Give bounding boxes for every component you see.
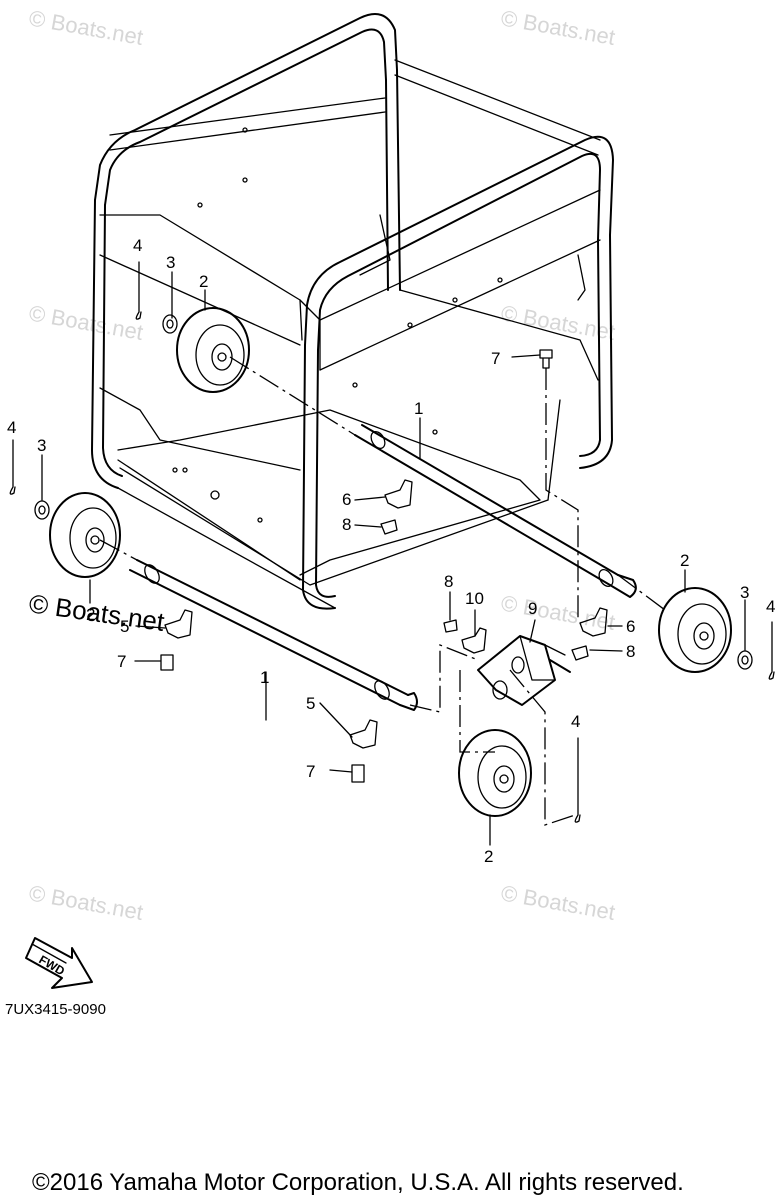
callout-wheel-right-rear: 2	[680, 551, 689, 570]
guide-lines	[99, 356, 666, 826]
fwd-arrow-icon: FWD	[25, 937, 93, 989]
callout-wheel-left-rear: 2	[199, 272, 208, 291]
callout-clamp-a-left: 5	[120, 617, 129, 636]
watermark-bottom-right: © Boats.net	[499, 880, 617, 925]
callout-pin-left-front: 4	[7, 418, 16, 437]
callout-pin-left-rear: 4	[133, 236, 142, 255]
callout-bolt-front: 7	[306, 762, 315, 781]
callout-bolt-left: 7	[117, 652, 126, 671]
wheel-left-front	[49, 492, 121, 578]
callout-wheel-left-front: 2	[86, 605, 95, 624]
clamps	[164, 479, 608, 749]
callout-clamp-b-right: 6	[626, 617, 635, 636]
front-shaft	[129, 559, 418, 711]
callout-bolt-rear: 7	[491, 349, 500, 368]
watermark-lower-right: © Boats.net	[499, 590, 617, 635]
callout-bracket-clamp: 10	[465, 589, 484, 608]
nuts	[380, 519, 589, 661]
generator-frame	[91, 13, 614, 610]
watermark-bottom-left: © Boats.net	[27, 880, 145, 925]
callout-clamp-a-front: 5	[306, 694, 315, 713]
copyright-notice: ©2016 Yamaha Motor Corporation, U.S.A. A…	[32, 1169, 684, 1196]
fwd-label: FWD	[37, 952, 68, 978]
diagram-code: 7UX3415-9090	[5, 1001, 106, 1018]
wheel-left-rear	[176, 307, 250, 393]
callout-washer-right: 3	[740, 583, 749, 602]
callout-nut-caster: 8	[444, 572, 453, 591]
callout-pin-caster: 4	[571, 712, 580, 731]
watermark-overlay: © Boats.net	[27, 588, 167, 637]
wheel-right-front	[458, 729, 532, 817]
callout-washer-left-rear: 3	[166, 253, 175, 272]
callout-washer-left-front: 3	[37, 436, 46, 455]
caster-bracket	[477, 635, 571, 706]
callout-nut-rear: 8	[342, 515, 351, 534]
callout-shaft-front: 1	[260, 668, 269, 687]
pins	[9, 261, 775, 823]
callout-clamp-b-rear: 6	[342, 490, 351, 509]
watermark-top-left: © Boats.net	[27, 5, 145, 50]
wheel-right-rear	[658, 587, 732, 673]
watermark-mid-left: © Boats.net	[27, 300, 145, 345]
washers	[34, 314, 753, 670]
rear-shaft	[354, 424, 637, 598]
callout-nut-right: 8	[626, 642, 635, 661]
bolts	[160, 349, 553, 783]
callout-shaft-rear: 1	[414, 399, 423, 418]
callout-pin-right: 4	[766, 597, 775, 616]
watermark-top-right: © Boats.net	[499, 5, 617, 50]
leader-lines	[41, 271, 746, 846]
callout-bracket: 9	[528, 599, 537, 618]
callout-wheel-right-front: 2	[484, 847, 493, 866]
callout-numbers: 1 1 2 2 2 2 3 3 3 4 4 4 4 5 5 6 6 7 7 7 …	[7, 236, 775, 866]
